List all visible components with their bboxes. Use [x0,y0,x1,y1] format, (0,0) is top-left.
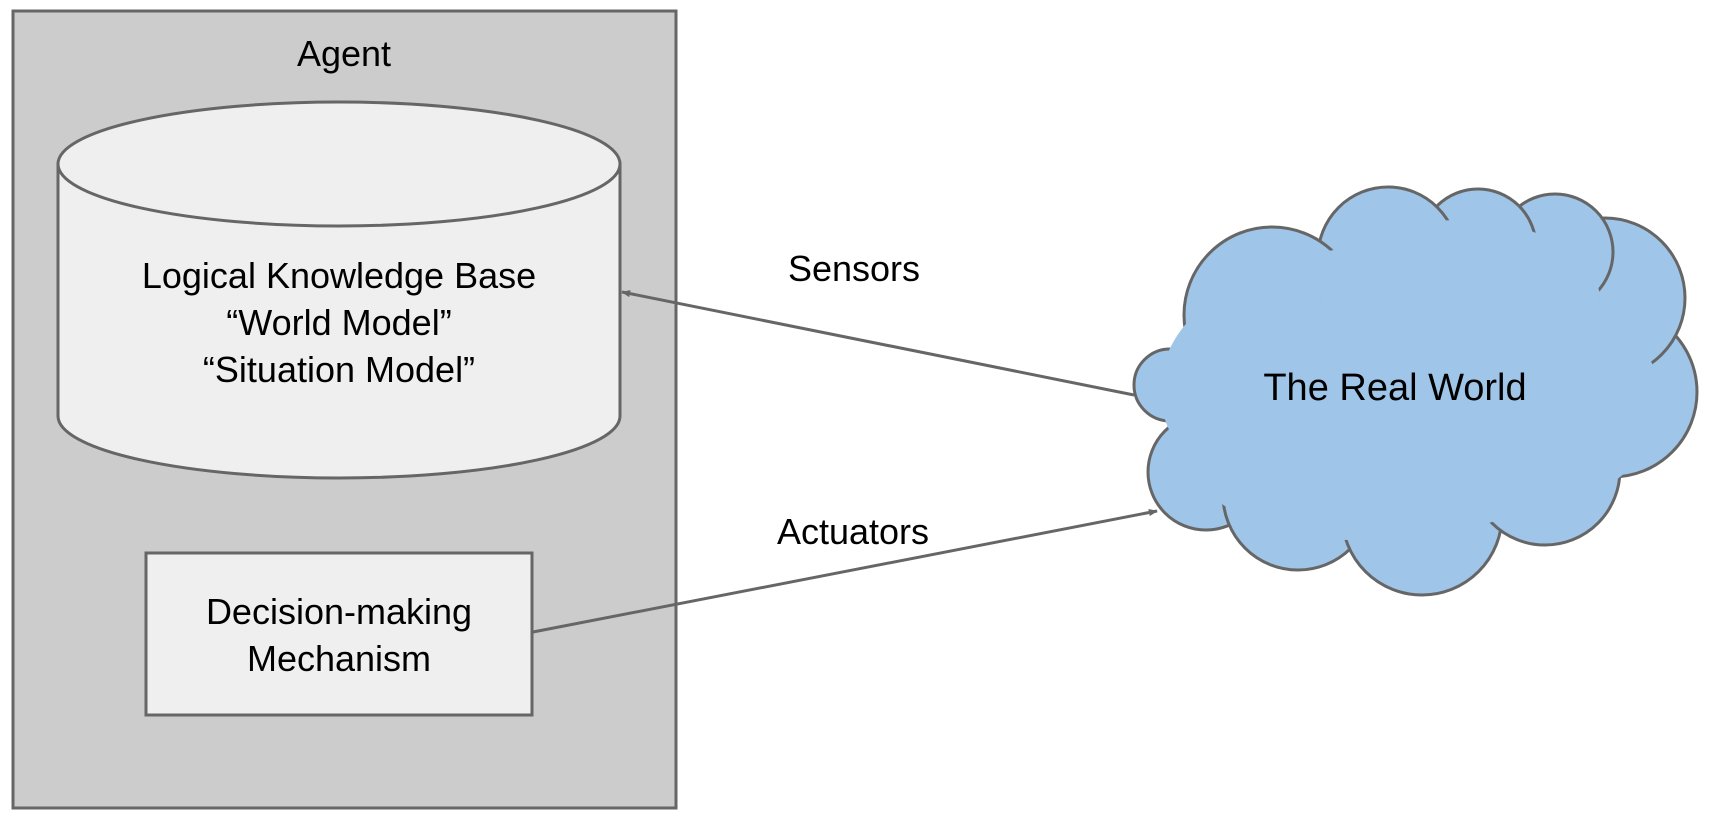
decision-making-label: Decision-making [206,591,472,632]
cylinder-body [56,162,622,480]
actuators-label: Actuators [777,511,929,552]
actuators-arrow [532,509,1158,634]
real-world-cloud: The Real World [1132,185,1699,597]
agent-title: Agent [297,33,391,74]
real-world-label: The Real World [1263,367,1526,409]
cloud-fill [1160,220,1660,540]
actuators-connector: Actuators [532,509,1158,634]
sensors-arrow [621,290,1135,397]
decision-making-box: Decision-making Mechanism [144,551,534,717]
situation-model-label: “Situation Model” [203,349,475,390]
knowledge-base-label: Logical Knowledge Base [142,255,536,296]
mechanism-label: Mechanism [247,638,431,679]
sensors-connector: Sensors [621,248,1135,397]
knowledge-base-cylinder: Logical Knowledge Base “World Model” “Si… [56,100,622,480]
sensors-label: Sensors [788,248,920,289]
decision-box-rect [144,551,534,717]
world-model-label: “World Model” [226,302,451,343]
cylinder-top [56,100,622,228]
